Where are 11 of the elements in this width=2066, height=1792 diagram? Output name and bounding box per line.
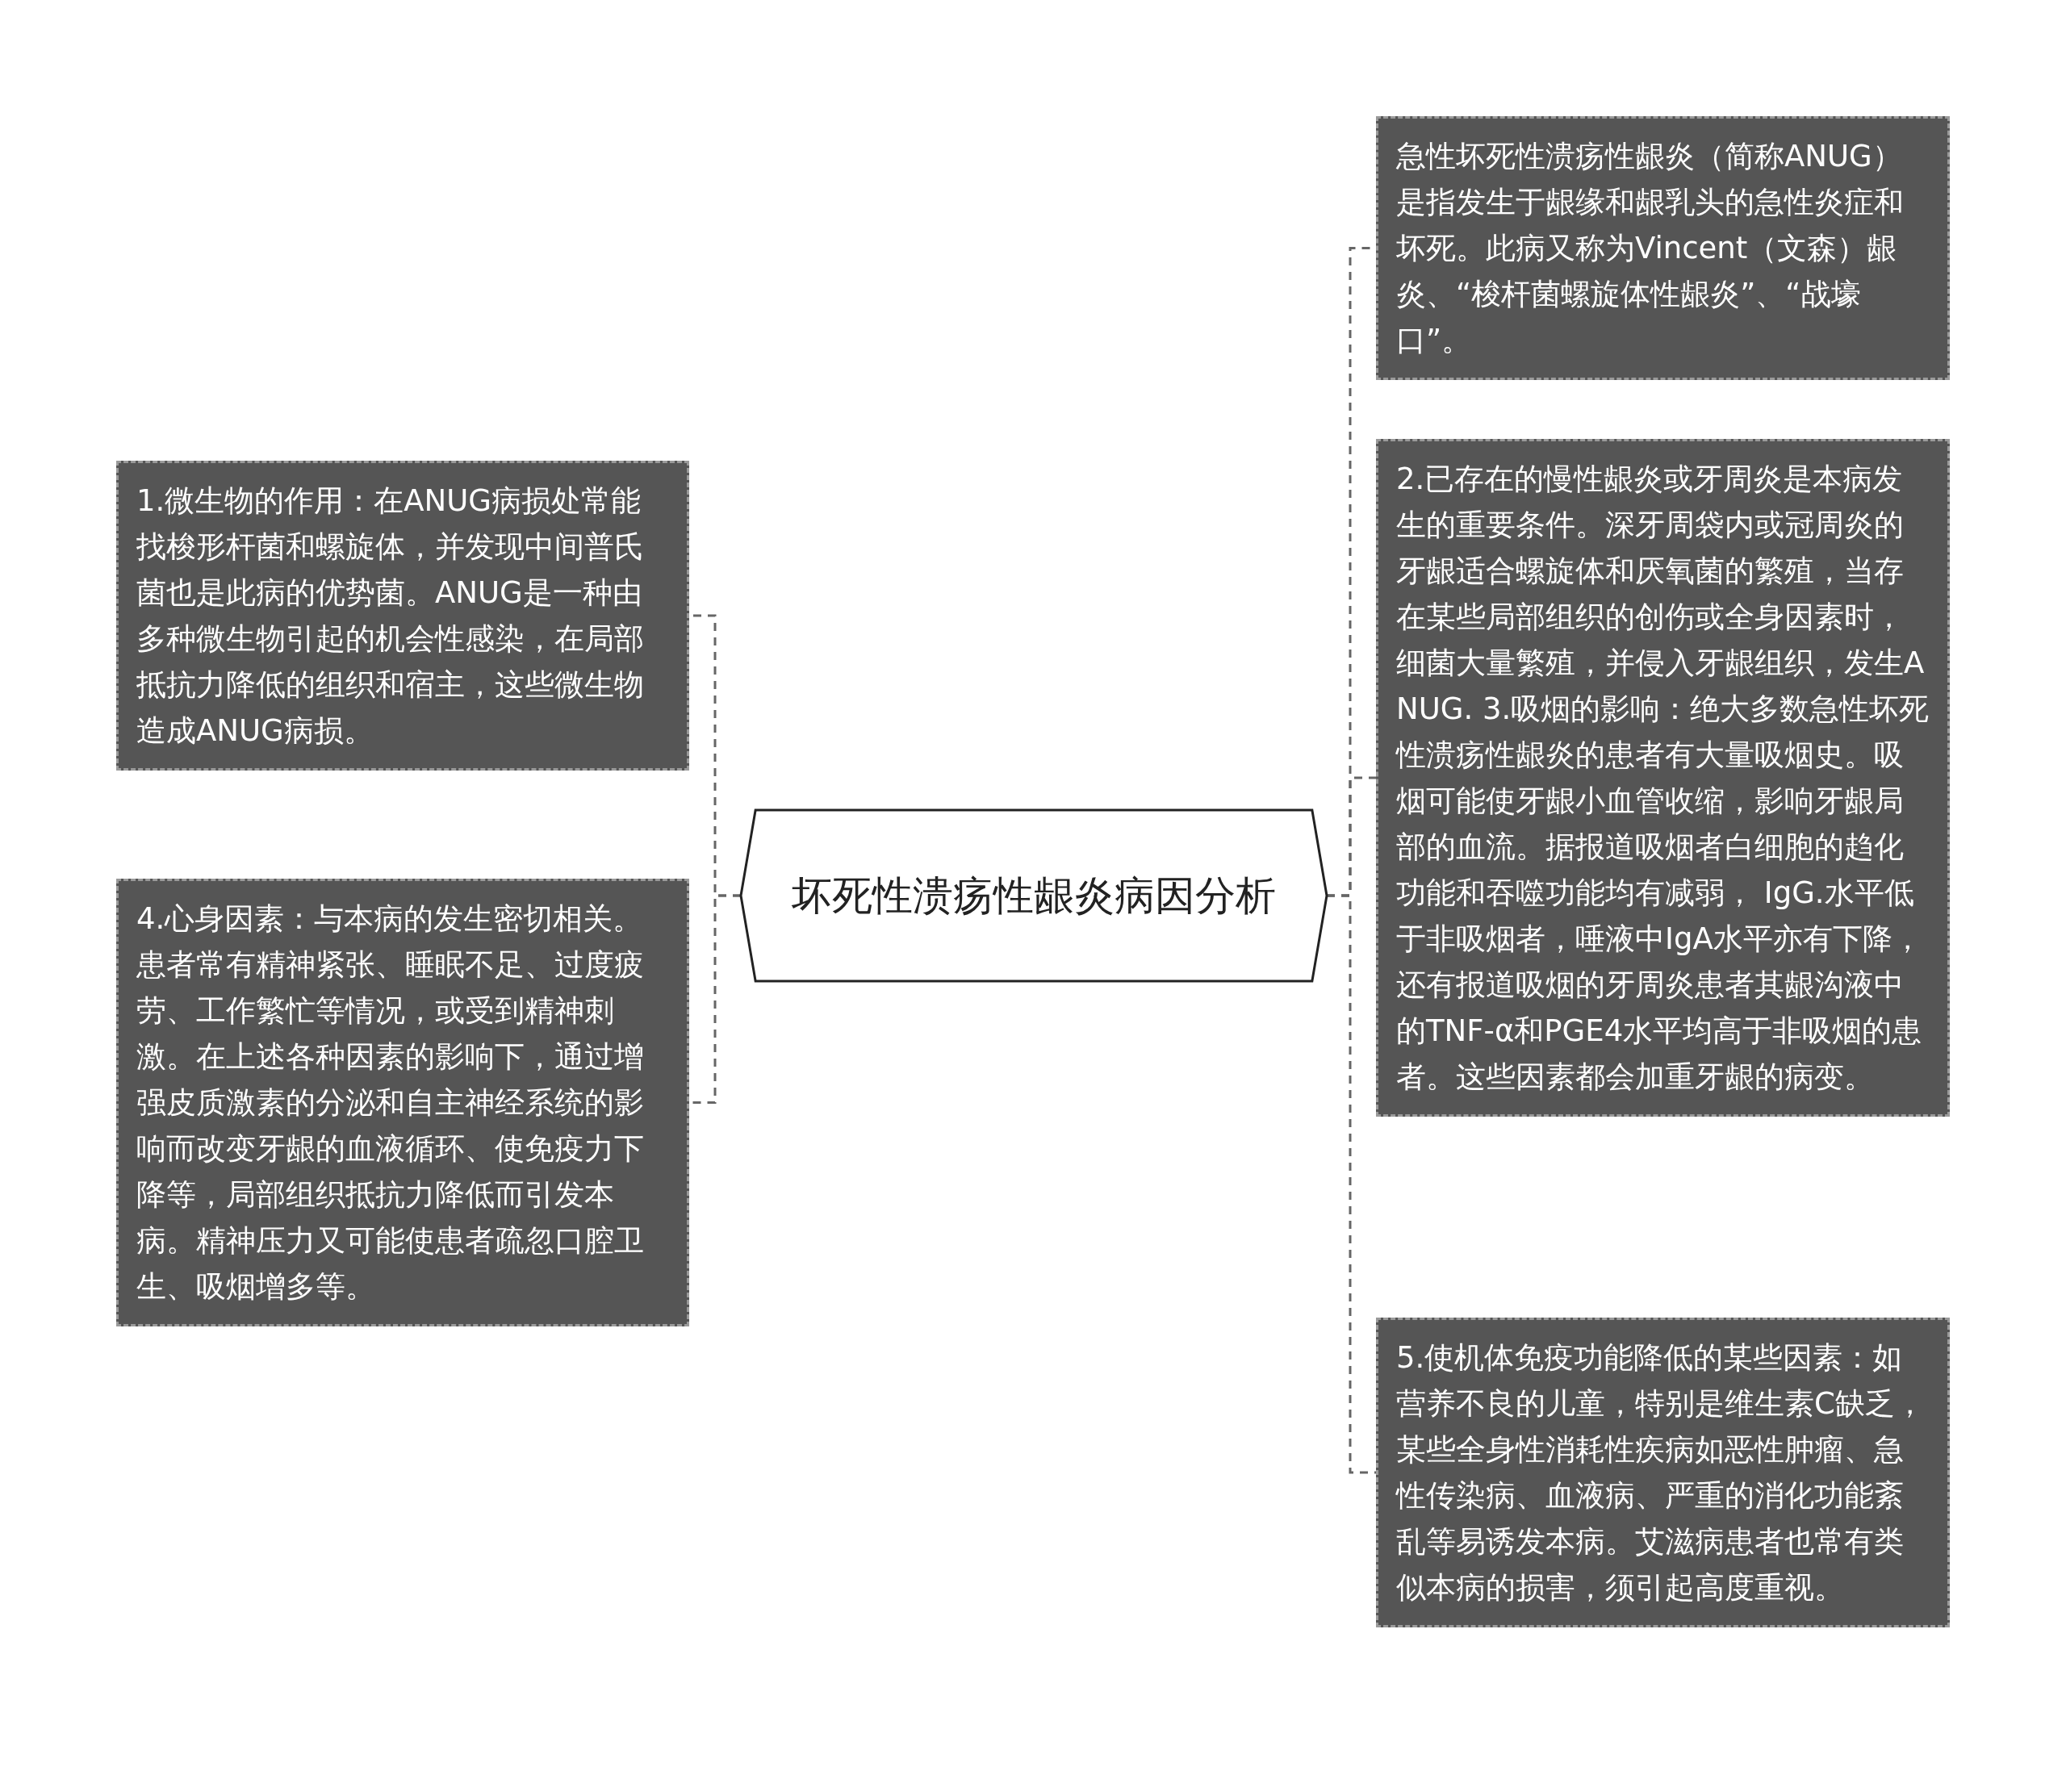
card-text: 5.使机体免疫功能降低的某些因素：如营养不良的儿童，特别是维生素C缺乏，某些全身性消耗性疾病如恶性肿瘤、急性传染病、血液病、严重的消化功能紊乱等易诱发本病。艾滋病患者也常有类似本病的损害，须引起高度重视。 [1396, 1340, 1925, 1605]
card-text: 4.心身因素：与本病的发生密切相关。患者常有精神紧张、睡眠不足、过度疲劳、工作繁忙等情况，或受到精神刺激。在上述各种因素的影响下，通过增强皮质激素的分泌和自主神经系统的影响而改变牙龈的血液循环、使免疫力下降等，局部组织抵抗力降低而引发本病。精神压力又可能使患者疏忽口腔卫生、吸烟增多等。 [136, 901, 644, 1304]
text-card [1376, 116, 1950, 380]
card-text: 1.微生物的作用：在ANUG病损处常能找梭形杆菌和螺旋体，并发现中间普氏菌也是此病的优势菌。ANUG是一种由多种微生物引起的机会性感染，在局部抵抗力降低的组织和宿主，这些微生物造成ANUG病损。 [136, 483, 644, 748]
card-text: 急性坏死性溃疡性龈炎（简称ANUG）是指发生于龈缘和龈乳头的急性炎症和坏死。此病又称为Vincent（文森）龈炎、“梭杆菌螺旋体性龈炎”、“战壕口”。 [1396, 139, 1904, 357]
connector-line [1327, 894, 1376, 1474]
card-text: 2.已存在的慢性龈炎或牙周炎是本病发生的重要条件。深牙周袋内或冠周炎的牙龈适合螺旋体和厌氧菌的繁殖，当存在某些局部组织的创伤或全身因素时，细菌大量繁殖，并侵入牙龈组织，发生ANUG. 3.吸烟的影响：绝大多数急性坏死性溃疡性龈炎的患者有大量吸烟史。吸烟可能使牙龈小血管收缩，影响牙龈局部的血流。据报道吸烟者白细胞的趋化功能和吞噬功能均有减弱， IgG.水平低于非吸烟者，唾液中IgA水平亦有下降，还有报道吸烟的牙周炎患者其龈沟液中的TNF-α和PGE4水平均高于非吸烟的患者。这些因素都会加重牙龈的病变。 [1396, 462, 1930, 1094]
text-card [116, 461, 689, 771]
text-card [1376, 1318, 1950, 1627]
topic-text: 坏死性溃疡性龈炎病因分析 [792, 871, 1276, 921]
text-card [116, 879, 689, 1326]
